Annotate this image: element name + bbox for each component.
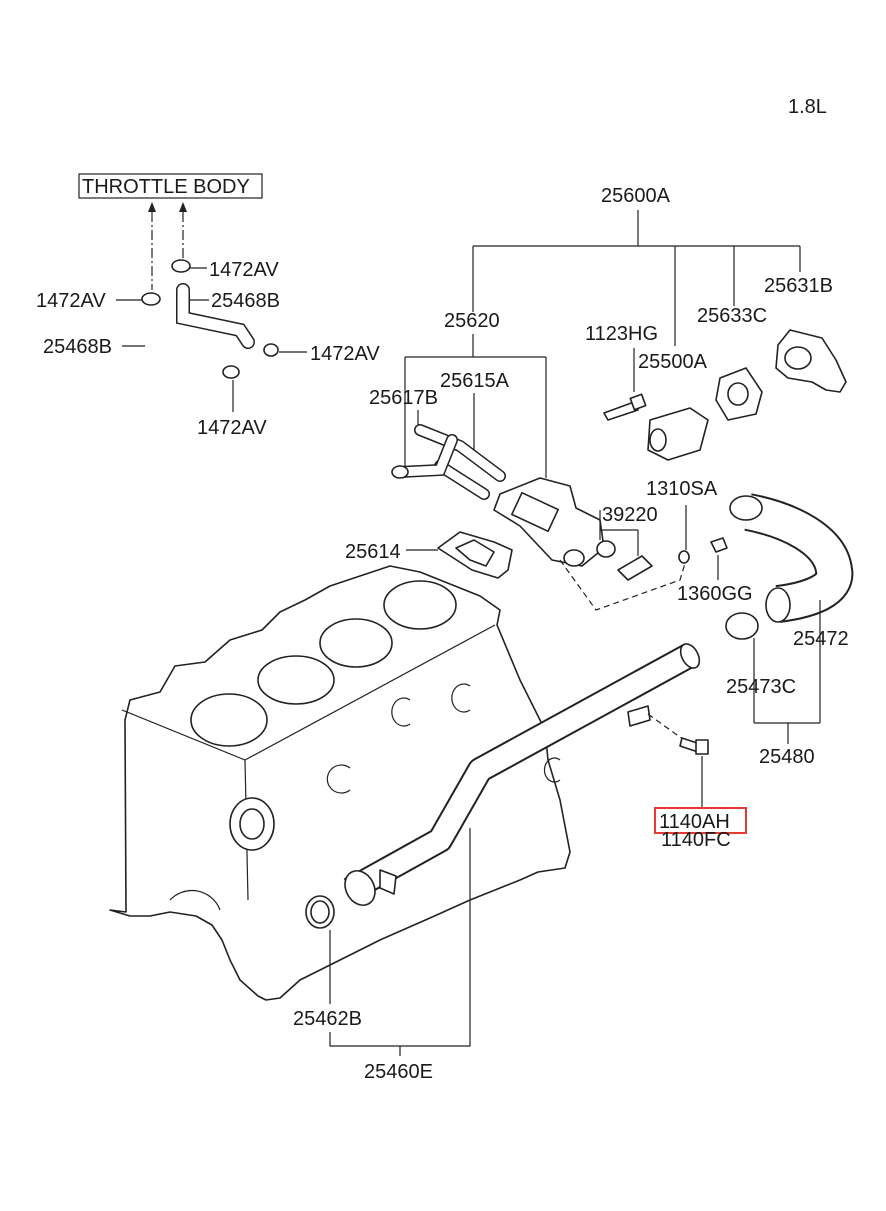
label-25480[interactable]: 25480	[759, 746, 815, 768]
label-25614[interactable]: 25614	[345, 541, 401, 563]
pipe-25615a-upper	[415, 425, 505, 481]
label-25620[interactable]: 25620	[444, 310, 500, 332]
pipe-bracket	[627, 705, 651, 727]
clamp-upper	[729, 495, 763, 521]
bracket-25460e	[329, 828, 471, 1056]
water-pipe-25460e	[344, 645, 696, 900]
label-1472av[interactable]: 1472AV	[197, 417, 267, 439]
label-1472av[interactable]: 1472AV	[209, 259, 279, 281]
bolt-1123hg	[603, 401, 639, 421]
label-25468b[interactable]: 25468B	[211, 290, 280, 312]
cylinder-bore-4	[383, 580, 457, 630]
throttle-body-label[interactable]: THROTTLE BODY	[82, 176, 250, 198]
clamp-1472av-top	[171, 259, 191, 273]
bracket-25480	[753, 638, 820, 744]
clamp-25473c	[725, 612, 759, 640]
nut-1360gg	[710, 537, 728, 553]
label-25615a[interactable]: 25615A	[440, 370, 510, 392]
bracket-25620	[404, 334, 547, 478]
cylinder-bore-1	[190, 693, 268, 747]
label-25468b[interactable]: 25468B	[43, 336, 112, 358]
label-25600a[interactable]: 25600A	[601, 185, 671, 207]
hose-25468b-upper	[177, 284, 254, 348]
clamp-1472av-left	[141, 292, 161, 306]
label-1472av[interactable]: 1472AV	[36, 290, 106, 312]
cylinder-bore-2	[257, 655, 335, 705]
label-1140fc[interactable]: 1140FC	[661, 829, 731, 851]
label-1140ah[interactable]: 1140AH	[659, 811, 730, 833]
label-1123hg[interactable]: 1123HG	[585, 323, 658, 345]
label-39220[interactable]: 39220	[602, 504, 658, 526]
sensor-39220	[617, 555, 653, 581]
arrow-up-icon	[148, 202, 156, 212]
hose-25468b-lower	[144, 310, 226, 378]
label-25473c[interactable]: 25473C	[726, 676, 796, 698]
label-25631b[interactable]: 25631B	[764, 275, 833, 297]
engine-block	[109, 565, 571, 1001]
throttle-body-box	[78, 173, 263, 199]
label-25460e[interactable]: 25460E	[364, 1061, 433, 1083]
highlight-box	[654, 807, 747, 834]
clamp-1472av-bottom	[222, 365, 240, 379]
hose-25472	[744, 495, 852, 621]
label-1310sa[interactable]: 1310SA	[646, 478, 718, 500]
label-25633c[interactable]: 25633C	[697, 305, 767, 327]
label-25462b[interactable]: 25462B	[293, 1008, 362, 1030]
bracket-25600a	[472, 210, 801, 346]
clamp-1472av-right	[263, 343, 279, 357]
pipe-25615a-lower	[435, 461, 489, 499]
cylinder-bore-3	[319, 618, 393, 668]
engine-size-label: 1.8L	[788, 96, 827, 118]
label-1472av[interactable]: 1472AV	[310, 343, 380, 365]
label-25472[interactable]: 25472	[793, 628, 849, 650]
arrow-up-icon	[179, 202, 187, 212]
washer-1310sa	[678, 550, 690, 564]
label-1360gg[interactable]: 1360GG	[677, 583, 753, 605]
pipe-25617b	[395, 435, 457, 477]
label-25617b[interactable]: 25617B	[369, 387, 438, 409]
label-25500a[interactable]: 25500A	[638, 351, 708, 373]
